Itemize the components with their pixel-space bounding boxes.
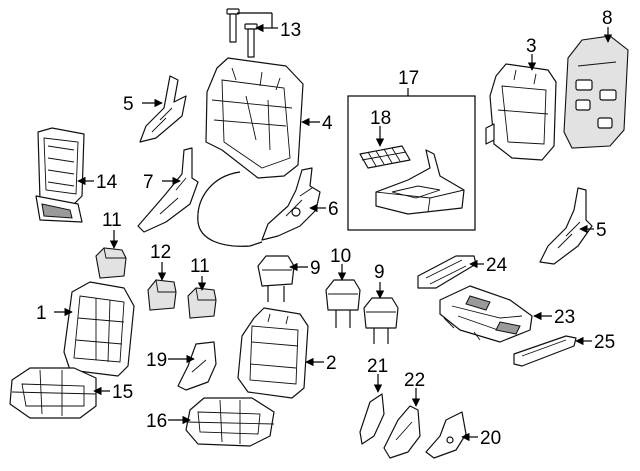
part-10-headrest <box>325 279 361 328</box>
callout-23: 23 <box>554 307 575 328</box>
part-4-seatback-frame <box>205 57 304 179</box>
callout-11-right: 11 <box>190 256 210 277</box>
part-23-seat-track <box>439 285 533 343</box>
part-16-seat-cover <box>185 397 275 447</box>
callout-25: 25 <box>594 332 615 353</box>
callout-4: 4 <box>322 113 333 134</box>
callout-2: 2 <box>326 353 337 374</box>
part-24-track-cover <box>417 255 477 289</box>
kit-17-box <box>347 95 476 231</box>
callout-21: 21 <box>367 356 388 377</box>
callout-16: 16 <box>146 411 167 432</box>
part-8-rear-panel <box>563 35 629 149</box>
callout-14: 14 <box>96 172 118 193</box>
part-14-panel <box>35 127 85 223</box>
callout-15: 15 <box>112 382 133 403</box>
callout-6: 6 <box>328 199 339 220</box>
part-13-bolts <box>226 8 258 58</box>
part-6-recliner <box>261 167 321 241</box>
wire-harness <box>197 171 263 247</box>
callout-labels: 13 5 4 3 8 17 18 14 7 6 11 5 12 11 9 10 … <box>36 8 615 449</box>
part-12-plug <box>147 279 177 311</box>
callout-20: 20 <box>480 428 501 449</box>
part-5-bracket-left <box>139 75 187 143</box>
part-7-side-trim <box>137 147 199 233</box>
callout-13: 13 <box>280 20 301 41</box>
leader-lines <box>54 12 613 442</box>
part-25-trim-strip <box>513 335 577 367</box>
part-18-pad <box>359 145 411 169</box>
callout-1: 1 <box>36 303 47 324</box>
part-15-seat-cushion <box>9 367 97 419</box>
callout-22: 22 <box>404 370 425 391</box>
callout-18: 18 <box>370 108 391 129</box>
part-22-trim <box>383 405 421 459</box>
callout-7: 7 <box>143 172 154 193</box>
callout-19: 19 <box>146 350 167 371</box>
callout-3: 3 <box>526 36 537 57</box>
part-9-headrest-right <box>363 297 399 344</box>
part-2-seatback-cover <box>237 307 309 399</box>
callout-8: 8 <box>602 8 613 29</box>
part-1-seatback-cushion <box>63 281 135 377</box>
part-20-trim <box>425 411 467 459</box>
callout-9-right: 9 <box>374 262 385 283</box>
part-5-bracket-right <box>539 187 593 265</box>
part-19-side-trim <box>177 341 217 391</box>
part-11-plug-right <box>187 287 217 319</box>
part-3-seatback-frame-right <box>485 63 557 161</box>
part-9-headrest-left <box>257 255 295 302</box>
part-11-plug-left <box>95 247 127 279</box>
callout-5-upper: 5 <box>123 94 134 115</box>
part-21-trim <box>359 393 385 445</box>
callout-12: 12 <box>150 242 171 263</box>
callout-5-right: 5 <box>596 220 607 241</box>
callout-11-left: 11 <box>102 210 122 231</box>
callout-24: 24 <box>486 255 508 276</box>
callout-17: 17 <box>398 68 419 89</box>
callout-9-left: 9 <box>310 258 321 279</box>
callout-10: 10 <box>330 246 351 267</box>
